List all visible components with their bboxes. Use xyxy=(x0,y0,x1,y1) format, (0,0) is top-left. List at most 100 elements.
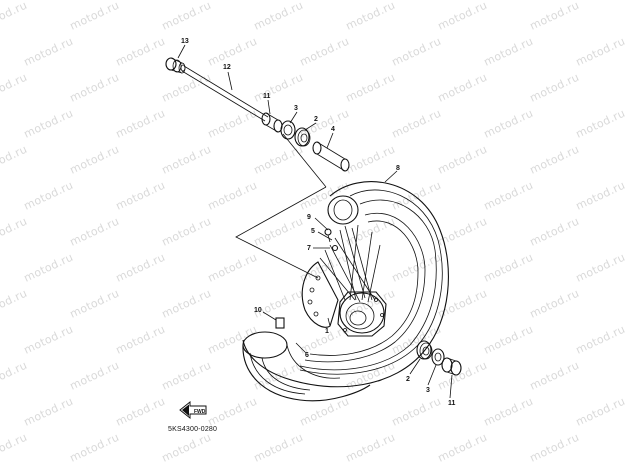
watermark-text: motod.ru xyxy=(574,251,625,285)
watermark-text: motod.ru xyxy=(436,431,489,465)
watermark-text: motod.ru xyxy=(252,71,305,105)
watermark-text: motod.ru xyxy=(22,35,75,69)
hub-1 xyxy=(337,291,387,337)
watermark-text: motod.ru xyxy=(436,287,489,321)
watermark-text: motod.ru xyxy=(0,431,29,465)
watermark-text: motod.ru xyxy=(344,359,397,393)
watermark-text: motod.ru xyxy=(390,179,443,213)
axle-nut-13 xyxy=(165,57,186,74)
watermark-text: motod.ru xyxy=(252,287,305,321)
wheel-assembly xyxy=(242,181,449,402)
watermark-text: motod.ru xyxy=(0,359,29,393)
watermark-text: motod.ru xyxy=(436,143,489,177)
tire-lower-section-6 xyxy=(242,331,371,402)
watermark-text: motod.ru xyxy=(574,395,625,429)
watermark-text: motod.ru xyxy=(528,143,581,177)
watermark-text: motod.ru xyxy=(252,143,305,177)
watermark-text: motod.ru xyxy=(390,107,443,141)
watermark-text: motod.ru xyxy=(528,71,581,105)
watermark-text: motod.ru xyxy=(114,107,167,141)
watermark-text: motod.ru xyxy=(160,287,213,321)
watermark-text: motod.ru xyxy=(22,251,75,285)
watermark-text: motod.ru xyxy=(344,431,397,465)
watermark-text: motod.ru xyxy=(574,323,625,357)
axle-assembly xyxy=(165,57,350,172)
watermark-text: motod.ru xyxy=(160,143,213,177)
watermark-text: motod.ru xyxy=(160,431,213,465)
watermark-text: motod.ru xyxy=(114,179,167,213)
spokes xyxy=(319,224,381,303)
watermark-text: motod.ru xyxy=(22,107,75,141)
watermark-text: motod.ru xyxy=(114,35,167,69)
watermark-text: motod.ru xyxy=(436,0,489,33)
valve-parts xyxy=(324,228,339,252)
figure-code: 5KS4300-0280 xyxy=(168,426,218,433)
watermark-text: motod.ru xyxy=(0,71,29,105)
watermark-text: motod.ru xyxy=(574,35,625,69)
watermark-text: motod.ru xyxy=(160,0,213,33)
part-label-11-top: 11 xyxy=(263,93,271,100)
watermark-text: motod.ru xyxy=(482,107,535,141)
watermark-text: motod.ru xyxy=(436,359,489,393)
part-label-13: 13 xyxy=(181,38,189,45)
part-label-2-bottom: 2 xyxy=(406,376,410,383)
watermark-text: motod.ru xyxy=(528,431,581,465)
part-label-2-top: 2 xyxy=(314,116,318,123)
watermark-text: motod.ru xyxy=(482,35,535,69)
watermark-text: motod.ru xyxy=(482,251,535,285)
watermark-text: motod.ru xyxy=(528,359,581,393)
watermark-text: motod.ru xyxy=(206,179,259,213)
part-label-8: 8 xyxy=(396,165,400,172)
bearing-2-bottom xyxy=(416,340,433,360)
watermark-text: motod.ru xyxy=(114,323,167,357)
right-side-parts xyxy=(416,340,462,376)
watermark-text: motod.ru xyxy=(298,35,351,69)
bearing-2-top xyxy=(294,127,311,147)
watermark-text: motod.ru xyxy=(0,215,29,249)
watermark-text: motod.ru xyxy=(482,323,535,357)
watermark-text: motod.ru xyxy=(68,431,121,465)
axle-shaft-12 xyxy=(180,64,269,122)
watermark-text: motod.ru xyxy=(68,71,121,105)
watermark-text: motod.ru xyxy=(22,179,75,213)
watermark-text: motod.ru xyxy=(68,287,121,321)
watermark-text: motod.ru xyxy=(574,179,625,213)
watermark-text: motod.ru xyxy=(528,287,581,321)
part-label-1: 1 xyxy=(325,328,329,335)
part-label-3-bottom: 3 xyxy=(426,387,430,394)
part-label-7: 7 xyxy=(307,245,311,252)
watermark-text: motod.ru xyxy=(206,395,259,429)
watermark-text: motod.ru xyxy=(114,395,167,429)
watermark-text: motod.ru xyxy=(344,71,397,105)
watermark-text: motod.ru xyxy=(344,0,397,33)
part-label-11-bottom: 11 xyxy=(448,400,456,407)
part-label-9: 9 xyxy=(307,214,311,221)
watermark-text: motod.ru xyxy=(68,215,121,249)
tire-outline xyxy=(242,181,449,388)
watermark-text: motod.ru xyxy=(252,0,305,33)
watermark-text: motod.ru xyxy=(390,251,443,285)
guide-lines xyxy=(235,133,327,279)
oil-seal-3-top xyxy=(280,120,296,140)
part-label-12: 12 xyxy=(223,64,231,71)
watermark-text: motod.ru xyxy=(482,179,535,213)
watermark-text: motod.ru xyxy=(298,251,351,285)
brake-disc xyxy=(301,261,339,328)
clip-10 xyxy=(275,317,285,329)
watermark-text: motod.ru xyxy=(252,215,305,249)
watermark-text: motod.ru xyxy=(390,35,443,69)
watermark-text: motod.ru xyxy=(0,0,29,33)
watermark-text: motod.ru xyxy=(0,143,29,177)
watermark-text: motod.ru xyxy=(206,251,259,285)
front-direction-arrow-icon: FWD xyxy=(179,400,207,420)
watermark-text: motod.ru xyxy=(252,431,305,465)
watermark-text: motod.ru xyxy=(160,215,213,249)
oil-seal-3-bottom xyxy=(431,348,445,366)
watermark-text: motod.ru xyxy=(68,143,121,177)
watermark-text: motod.ru xyxy=(206,323,259,357)
watermark-text: motod.ru xyxy=(436,71,489,105)
spacer-tube-4 xyxy=(312,141,350,172)
watermark-text: motod.ru xyxy=(206,35,259,69)
